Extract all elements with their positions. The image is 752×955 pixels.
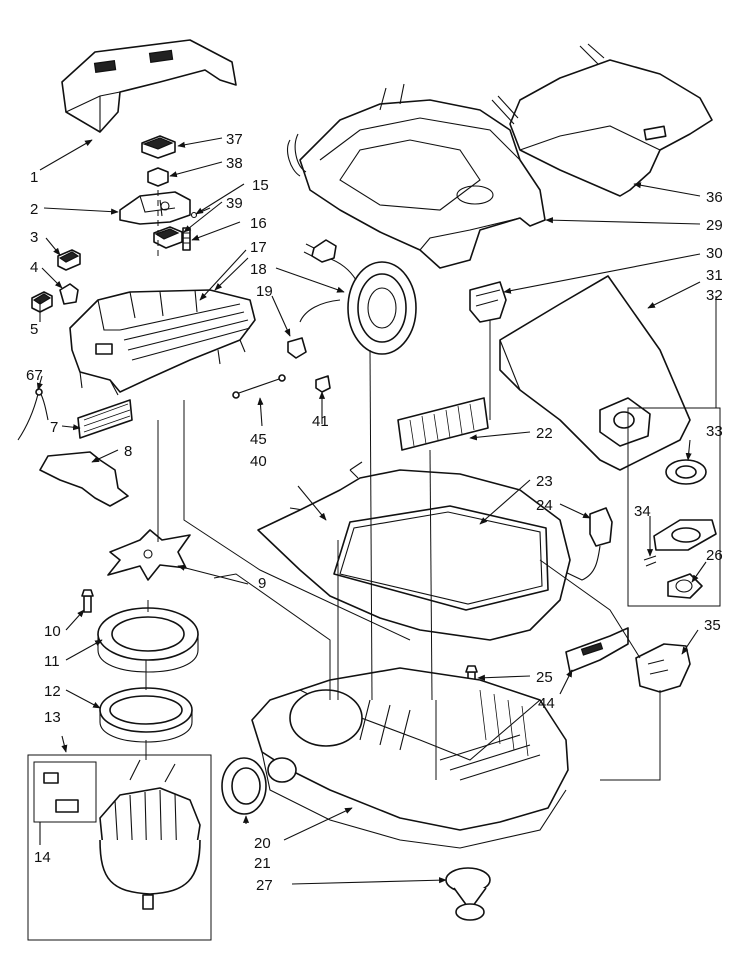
- callout-9: 9: [258, 575, 266, 592]
- part-12-gasket: [99, 687, 193, 743]
- part-10-screw: [81, 589, 94, 613]
- part-36-rear-cover: [491, 43, 713, 197]
- part-19-bushing: [287, 337, 307, 359]
- part-2-switch-bracket: [119, 191, 191, 225]
- callout-41: 41: [312, 413, 329, 430]
- callout-18: 18: [250, 261, 267, 278]
- part-22-grille: [397, 397, 489, 451]
- part-30-latch: [469, 281, 507, 323]
- callout-24: 24: [536, 497, 553, 514]
- part-39-switch: [153, 226, 183, 249]
- callout-38: 38: [226, 155, 243, 172]
- callout-11: 11: [44, 653, 60, 670]
- callout-17: 17: [250, 239, 267, 256]
- callout-33: 33: [706, 423, 723, 440]
- part-32-bag-kit-box: [627, 407, 721, 607]
- part-4-clip: [59, 283, 79, 305]
- part-11-motor-mount-ring: [97, 607, 199, 673]
- part-37-switch-button: [141, 135, 176, 159]
- callout-15: 15: [252, 177, 269, 194]
- alignment-lines: [145, 190, 717, 781]
- callout-67: 67: [26, 367, 43, 384]
- callout-40: 40: [250, 453, 267, 470]
- callout-32: 32: [706, 287, 723, 304]
- callout-8: 8: [124, 443, 132, 460]
- callout-45: 45: [250, 431, 267, 448]
- part-67-wire: [17, 388, 49, 441]
- callout-31: 31: [706, 267, 723, 284]
- part-20-wheel: [221, 757, 297, 815]
- callout-22: 22: [536, 425, 553, 442]
- part-33-bag-collar: [665, 459, 707, 485]
- callout-30: 30: [706, 245, 723, 262]
- leader-lines: [36, 137, 717, 885]
- part-29-upper-housing: [287, 83, 546, 269]
- callout-37: 37: [226, 131, 243, 148]
- part-31-dust-bag: [499, 275, 691, 471]
- callout-34: 34: [634, 503, 651, 520]
- part-33-bag-mount: [653, 519, 717, 551]
- callout-7: 7: [50, 419, 58, 436]
- part-41-bushing: [315, 375, 331, 393]
- callout-1: 1: [30, 169, 38, 186]
- part-18-cord-reel: [299, 239, 417, 355]
- callout-23: 23: [536, 473, 553, 490]
- callout-5: 5: [30, 321, 38, 338]
- part-23-bag-frame: [257, 461, 571, 641]
- callout-labels: 1 2 3 4 5 67 7 8 9 10 11 12 13 14 37 38 …: [26, 131, 723, 894]
- callout-26: 26: [706, 547, 723, 564]
- callout-21: 21: [254, 855, 271, 872]
- callout-44: 44: [538, 695, 555, 712]
- part-45-rod: [232, 374, 286, 399]
- part-44-bumper: [565, 627, 629, 673]
- part-13-motor-assembly: [27, 754, 212, 941]
- callout-10: 10: [44, 623, 61, 640]
- part-5-clip: [31, 291, 53, 313]
- part-14-brushes: [43, 772, 79, 813]
- callout-2: 2: [30, 201, 38, 218]
- part-3-clip: [57, 249, 81, 271]
- callout-20: 20: [254, 835, 271, 852]
- callout-12: 12: [44, 683, 61, 700]
- callout-35: 35: [704, 617, 721, 634]
- part-35-bracket: [635, 643, 691, 693]
- callout-25: 25: [536, 669, 553, 686]
- part-7-filter: [77, 399, 133, 439]
- callout-19: 19: [256, 283, 273, 300]
- callout-39: 39: [226, 195, 243, 212]
- part-15-screw: [190, 207, 211, 219]
- callout-4: 4: [30, 259, 38, 276]
- part-8-plate: [39, 451, 129, 507]
- callout-13: 13: [44, 709, 61, 726]
- part-1-hood-cover: [61, 39, 237, 133]
- callout-27: 27: [256, 877, 273, 894]
- part-24-switch: [539, 507, 613, 581]
- part-34-spring: [643, 555, 657, 567]
- callout-36: 36: [706, 189, 723, 206]
- part-27-caster: [445, 867, 491, 921]
- part-21-base: [251, 667, 569, 849]
- part-38-switch-spacer: [147, 167, 169, 187]
- part-17-handle-frame: [69, 289, 256, 396]
- callout-29: 29: [706, 217, 723, 234]
- callout-14: 14: [34, 849, 51, 866]
- part-9-fan: [107, 529, 191, 581]
- part-26-seal: [667, 573, 703, 599]
- callout-3: 3: [30, 229, 38, 246]
- callout-16: 16: [250, 215, 267, 232]
